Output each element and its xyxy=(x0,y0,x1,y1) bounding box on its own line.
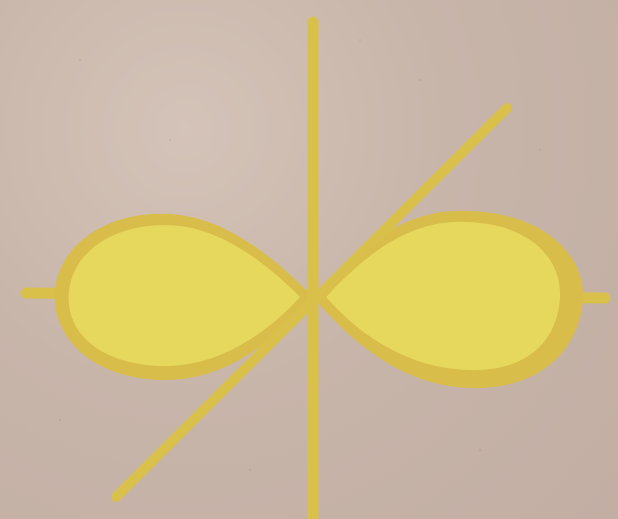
right-lobe xyxy=(313,211,583,388)
left-lobe xyxy=(55,214,313,380)
right-lobe-fill xyxy=(326,222,560,370)
